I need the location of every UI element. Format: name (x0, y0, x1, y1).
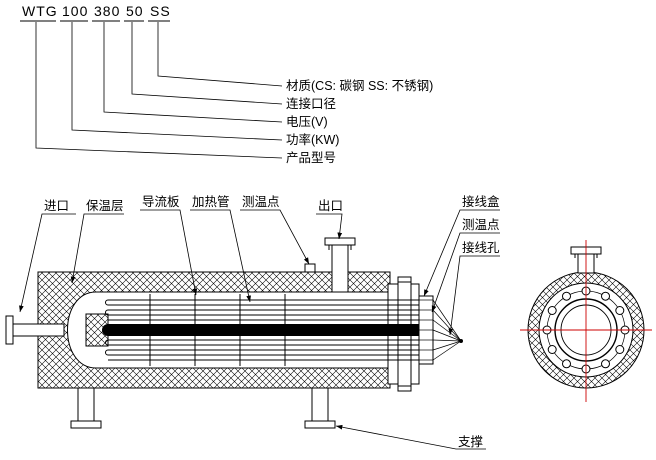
leader-insulation (70, 213, 124, 284)
code-leader-diameter (131, 22, 283, 105)
leader-baffle (140, 209, 198, 296)
leader-temp-point-right (431, 232, 500, 313)
code-leader-model (35, 22, 283, 159)
end-view (520, 240, 652, 402)
code-segment-voltage: 380 (94, 3, 120, 19)
leader-outlet (316, 213, 343, 240)
label-inlet: 进口 (44, 199, 69, 213)
part-labels: 进口 保温层 导流板 加热管 测温点 出口 接线盒 测温点 接线孔 支撑 (44, 194, 500, 449)
label-junction-box: 接线盒 (462, 194, 500, 209)
side-view (5, 237, 463, 429)
leader-inlet (19, 213, 76, 313)
label-support: 支撑 (458, 434, 484, 449)
leader-heating-tube (190, 209, 251, 303)
label-heating-tube: 加热管 (192, 194, 230, 209)
support-left (70, 387, 102, 429)
leader-support (335, 424, 486, 450)
code-segment-power: 100 (62, 3, 88, 19)
inlet-flange (5, 315, 14, 345)
outlet-flange (324, 237, 356, 246)
leader-temp-point (240, 209, 310, 265)
code-leader-material (157, 22, 283, 87)
center-heating-band (108, 324, 419, 336)
code-label-connection: 连接口径 (286, 96, 336, 111)
label-baffle: 导流板 (142, 195, 180, 209)
label-temp-point-right: 测温点 (462, 218, 500, 232)
leader-wiring-hole (448, 255, 500, 336)
code-segment-material: SS (150, 3, 171, 19)
outlet-pipe (331, 244, 349, 293)
code-leader-power (71, 22, 283, 141)
code-label-product-model: 产品型号 (286, 151, 336, 165)
part-leaders (19, 209, 500, 450)
code-label-material: 材质(CS: 碳钢 SS: 不锈钢) (286, 78, 433, 93)
wiring-fan (419, 299, 463, 361)
code-label-power: 功率(KW) (286, 132, 339, 147)
model-code-block: WTG 100 380 50 SS 材质(CS: 碳钢 SS: 不锈钢) 连接口… (20, 3, 433, 165)
inlet-pipe (11, 323, 65, 337)
tube-sheet-block (85, 313, 109, 347)
label-insulation: 保温层 (86, 199, 124, 213)
label-outlet: 出口 (318, 199, 343, 213)
leader-junction-box (423, 209, 500, 297)
code-leader-voltage (103, 22, 283, 123)
heating-tube-bundle (102, 299, 419, 361)
code-segment-model: WTG (22, 3, 58, 19)
code-label-voltage: 电压(V) (286, 115, 328, 129)
label-temp-point: 测温点 (242, 195, 280, 209)
label-wiring-hole: 接线孔 (462, 240, 500, 255)
temp-sensor-stub (304, 263, 316, 273)
code-segment-diameter: 50 (126, 3, 144, 19)
support-right (304, 387, 336, 429)
wire-junction-point (459, 339, 463, 343)
